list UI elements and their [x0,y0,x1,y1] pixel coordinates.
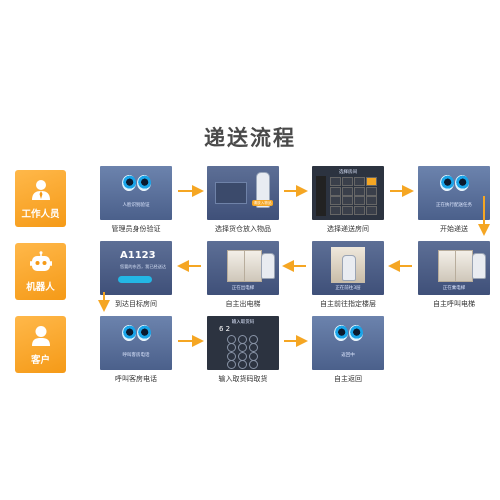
robot-graphic [256,172,270,208]
robot-icon [29,251,52,271]
eye [455,175,469,191]
keypad-key [238,359,247,369]
room-cell [354,205,365,215]
role-label: 工作人员 [21,209,60,220]
code-display: 6 2 [219,325,231,333]
room-cell [342,186,353,196]
room-cell [366,205,377,215]
robot-graphic [342,255,356,281]
room-cell [342,196,353,205]
step-caption: 选择货仓放入物品 [215,225,271,233]
room-cell [330,196,341,205]
screen-text: 呼叫客房电话 [122,353,150,358]
step-caption: 自主出电梯 [225,300,261,308]
step-screen-code: 输入取货码 6 2 [207,316,279,370]
cabinet-panel [215,182,247,204]
step-screen-floor: 正在前往3层 [312,241,384,295]
step-caption: 自主返回 [334,375,362,383]
eye [349,325,363,341]
step-screen-call-elevator: 正在乘电梯 [418,241,490,295]
screen-text: 返回中 [341,353,355,358]
room-grid [330,177,378,215]
room-cell [342,177,353,186]
role-robot: 机器人 [15,243,66,300]
eye [122,175,136,191]
page-title: 递送流程 [204,126,296,150]
step-screen-arrive: A1123 您要的东西，我已经送达 [100,241,172,295]
room-cell [330,177,341,186]
room-cell [354,196,365,205]
step-caption: 呼叫客房电话 [115,375,157,383]
pickup-button [118,276,152,283]
role-worker: 工作人员 [15,170,66,227]
eye [334,325,348,341]
room-cell [354,186,365,196]
step-screen-load: 请放入物品 [207,166,279,220]
keypad [227,335,259,369]
screen-text: 选择房间 [339,170,357,175]
room-cell [330,205,341,215]
keypad-key [249,359,258,369]
eye [137,175,151,191]
customer-icon [31,326,50,346]
confirm-button: 请放入物品 [252,200,273,206]
robot-graphic [261,253,275,279]
step-caption: 到达目标房间 [115,300,157,308]
keypad-key [227,359,236,369]
arrive-message: 您要的东西，我已经送达 [120,264,167,269]
step-screen-call: 呼叫客房电话 [100,316,172,370]
room-cell [342,205,353,215]
screen-text: 正在乘电梯 [442,286,466,291]
floor-list [316,176,326,216]
role-customer: 客户 [15,316,66,373]
screen-text: 人脸识别验证 [122,203,150,208]
step-screen-exit-elevator: 正在出电梯 [207,241,279,295]
role-label: 客户 [30,355,50,366]
room-cell [366,196,377,205]
step-screen-room: 选择房间 [312,166,384,220]
step-caption: 自主呼叫电梯 [433,300,475,308]
step-screen-auth: 人脸识别验证 [100,166,172,220]
worker-icon [31,180,50,200]
screen-text: 正在前往3层 [335,286,361,291]
step-caption: 选择递送房间 [327,225,369,233]
room-number: A1123 [120,250,156,261]
screen-text: 正在出电梯 [231,286,255,291]
role-label: 机器人 [26,282,55,293]
room-cell [366,186,377,196]
room-cell [354,177,365,186]
room-cell [366,177,377,186]
eye [137,325,151,341]
room-cell [330,186,341,196]
robot-graphic [472,253,486,279]
step-screen-return: 返回中 [312,316,384,370]
screen-text: 正在执行配送任务 [436,203,472,208]
eye [440,175,454,191]
step-caption: 自主前往指定楼层 [320,300,376,308]
eye [122,325,136,341]
screen-text: 输入取货码 [231,320,255,325]
step-caption: 管理员身份验证 [111,225,161,233]
step-screen-start: 正在执行配送任务 [418,166,490,220]
step-caption: 开始递送 [440,225,468,233]
step-caption: 输入取货码取货 [218,375,268,383]
